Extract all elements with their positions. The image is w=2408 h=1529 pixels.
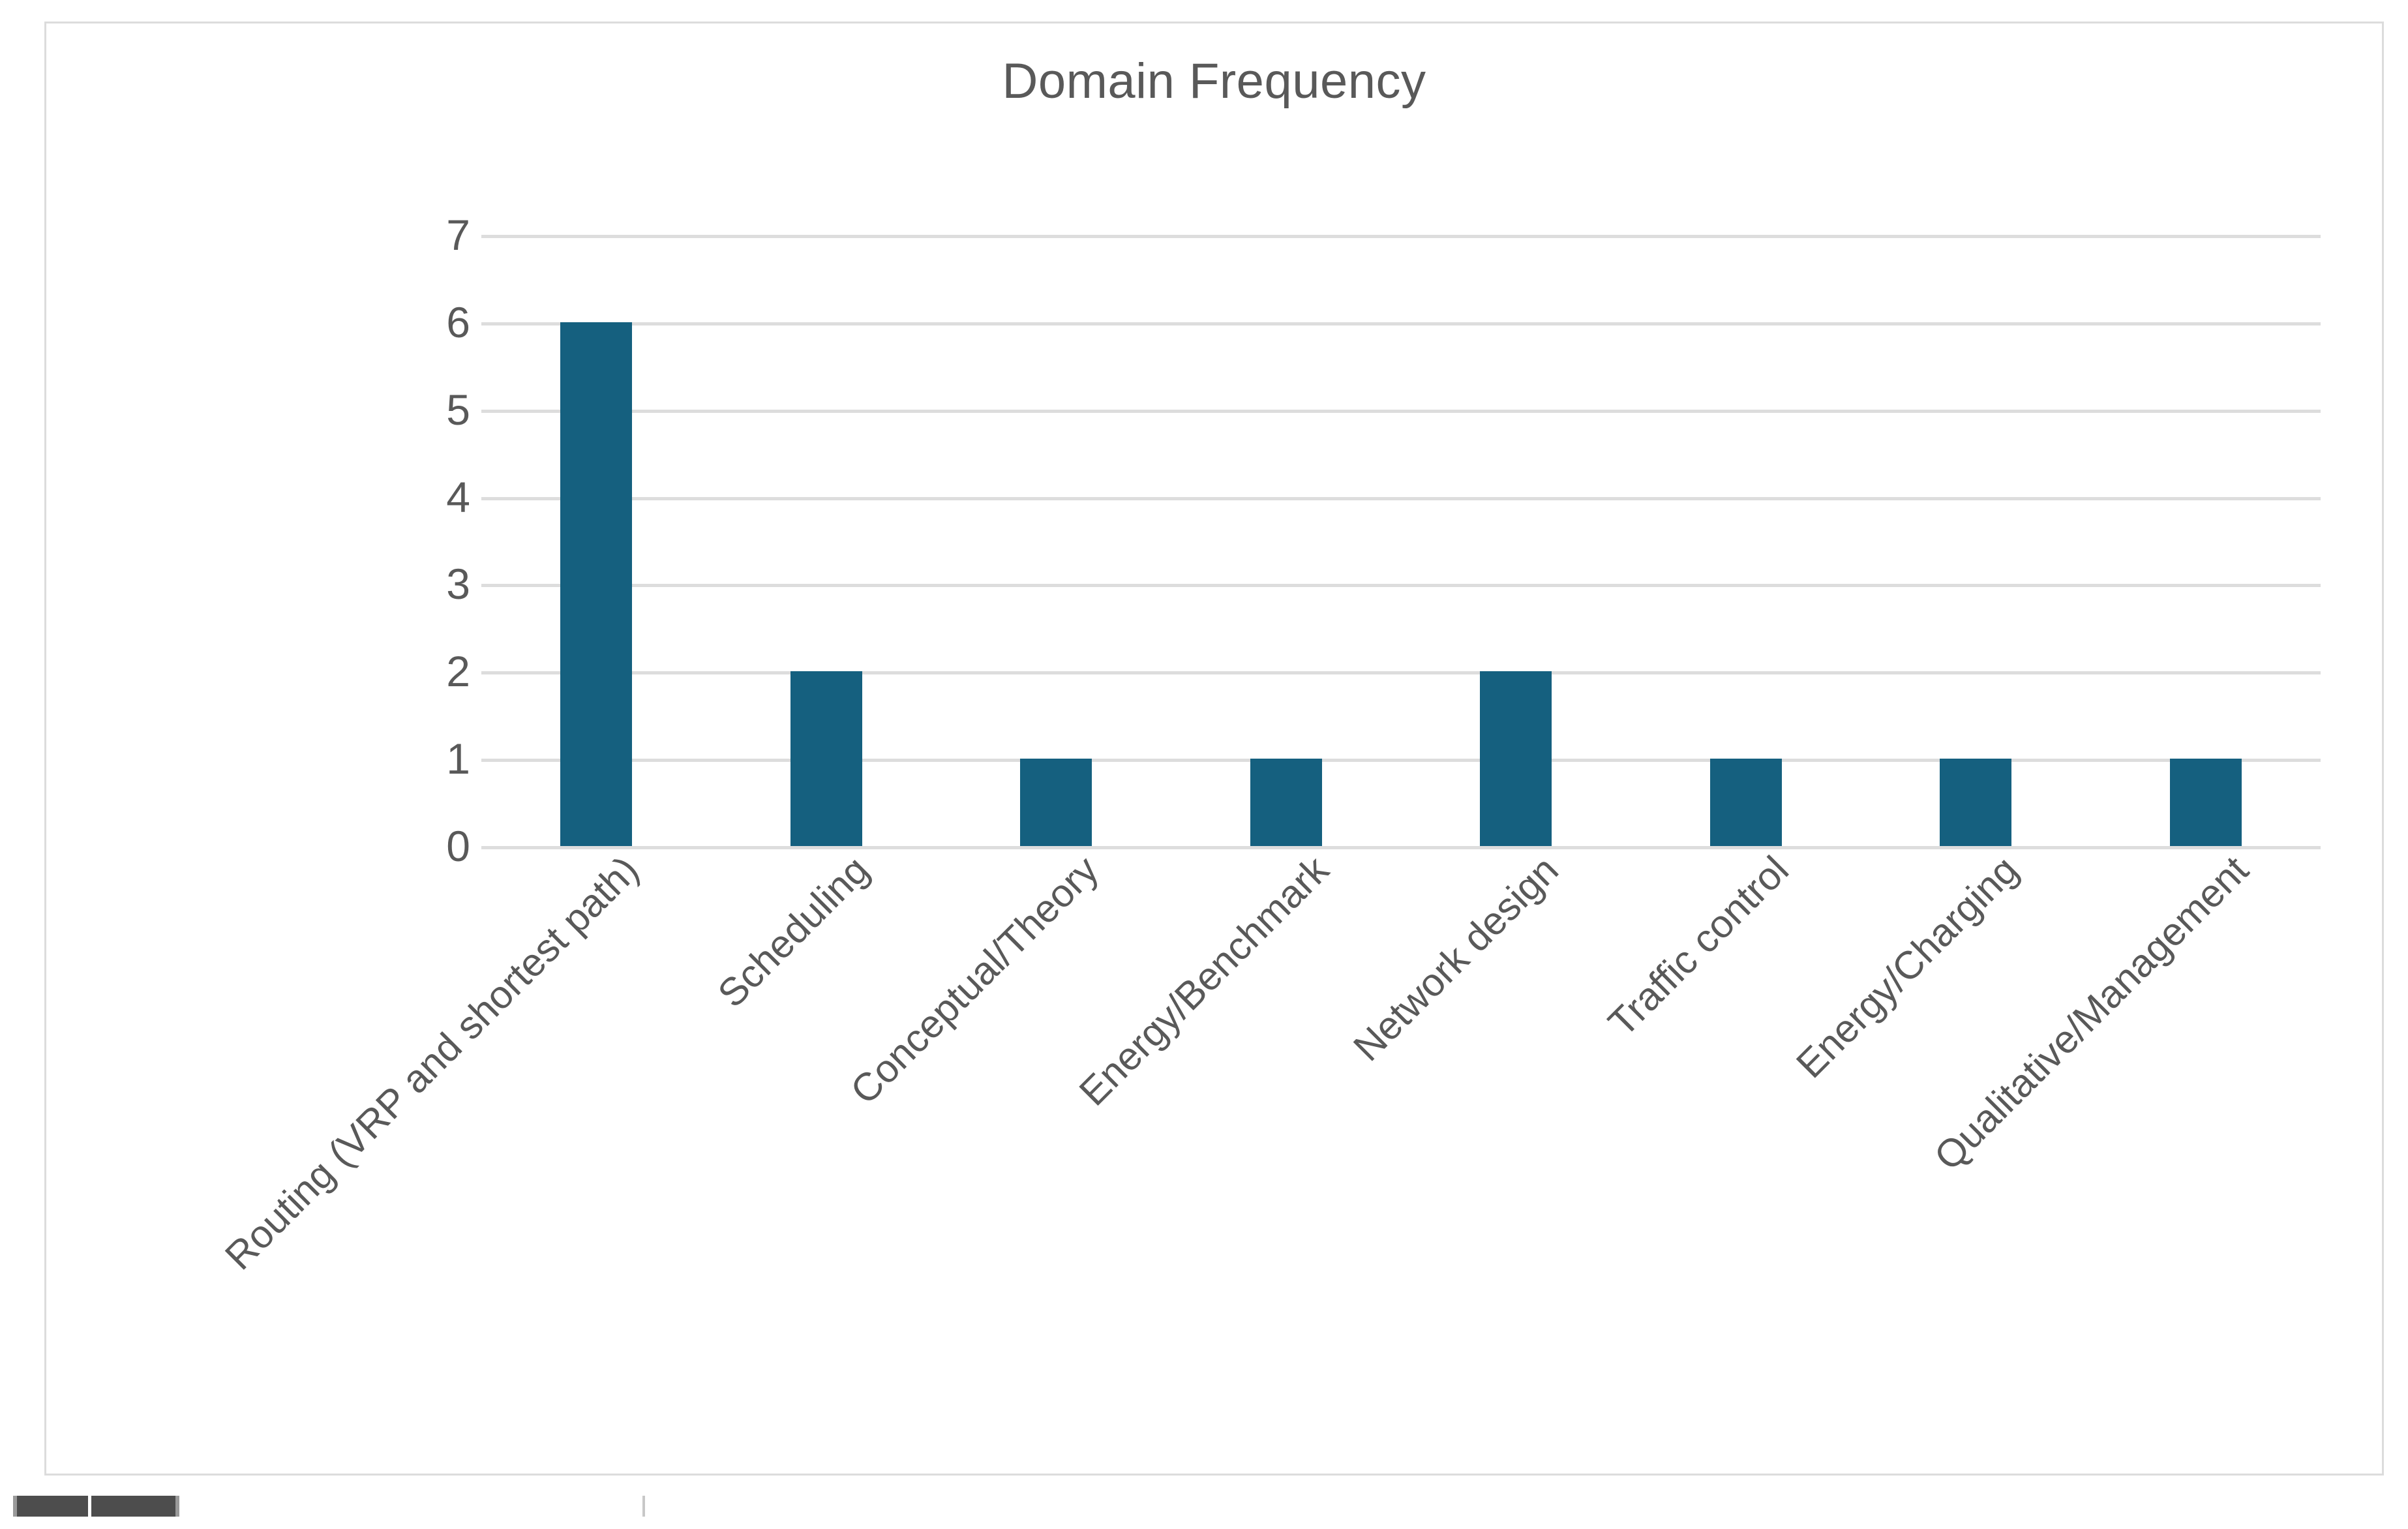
y-tick-label: 7 [446, 211, 470, 259]
y-tick-label: 4 [446, 472, 470, 521]
x-tick-label: Network design [1345, 847, 1567, 1070]
plot-area [481, 235, 2321, 849]
gridline [481, 235, 2321, 238]
gridline [481, 322, 2321, 325]
gridline [481, 671, 2321, 675]
scrollbar-tick-mark [642, 1496, 645, 1517]
y-tick-label: 0 [446, 822, 470, 870]
gridline [481, 846, 2321, 849]
scrollbar-thumb-divider [88, 1496, 91, 1517]
bar[interactable] [1020, 759, 1092, 846]
bar[interactable] [790, 671, 862, 846]
bar[interactable] [1250, 759, 1322, 846]
gridline [481, 409, 2321, 413]
bar[interactable] [1940, 759, 2012, 846]
x-tick-label: Conceptual/Theory [842, 847, 1107, 1113]
y-axis-tick-labels: 7 6 5 4 3 2 1 0 [399, 213, 470, 868]
x-tick-label: Routing (VRP and shortest path) [217, 847, 648, 1279]
y-tick-label: 5 [446, 385, 470, 434]
x-tick-label: Traffic control [1599, 847, 1797, 1045]
x-tick-label: Scheduling [709, 847, 877, 1016]
bar[interactable] [1480, 671, 1552, 846]
x-tick-label: Energy/Charging [1788, 847, 2027, 1087]
horizontal-scrollbar-track[interactable] [0, 1495, 2408, 1517]
bar[interactable] [1709, 759, 1782, 846]
y-tick-label: 1 [446, 734, 470, 783]
y-tick-label: 6 [446, 297, 470, 346]
chart-title: Domain Frequency [1002, 53, 1426, 109]
x-tick-label: Energy/Benchmark [1070, 847, 1337, 1114]
y-tick-label: 2 [446, 647, 470, 696]
bar[interactable] [2169, 759, 2242, 846]
gridline [481, 496, 2321, 500]
chart-frame: Domain Frequency 7 6 5 4 3 2 1 0 Routing (VRP a… [44, 22, 2384, 1476]
gridline [481, 584, 2321, 588]
x-axis-tick-labels: Routing (VRP and shortest path) Schedulin… [217, 847, 2321, 1455]
gridline [481, 759, 2321, 763]
horizontal-scrollbar-thumb[interactable] [13, 1496, 179, 1517]
bar[interactable] [560, 322, 633, 846]
y-tick-label: 3 [446, 560, 470, 609]
